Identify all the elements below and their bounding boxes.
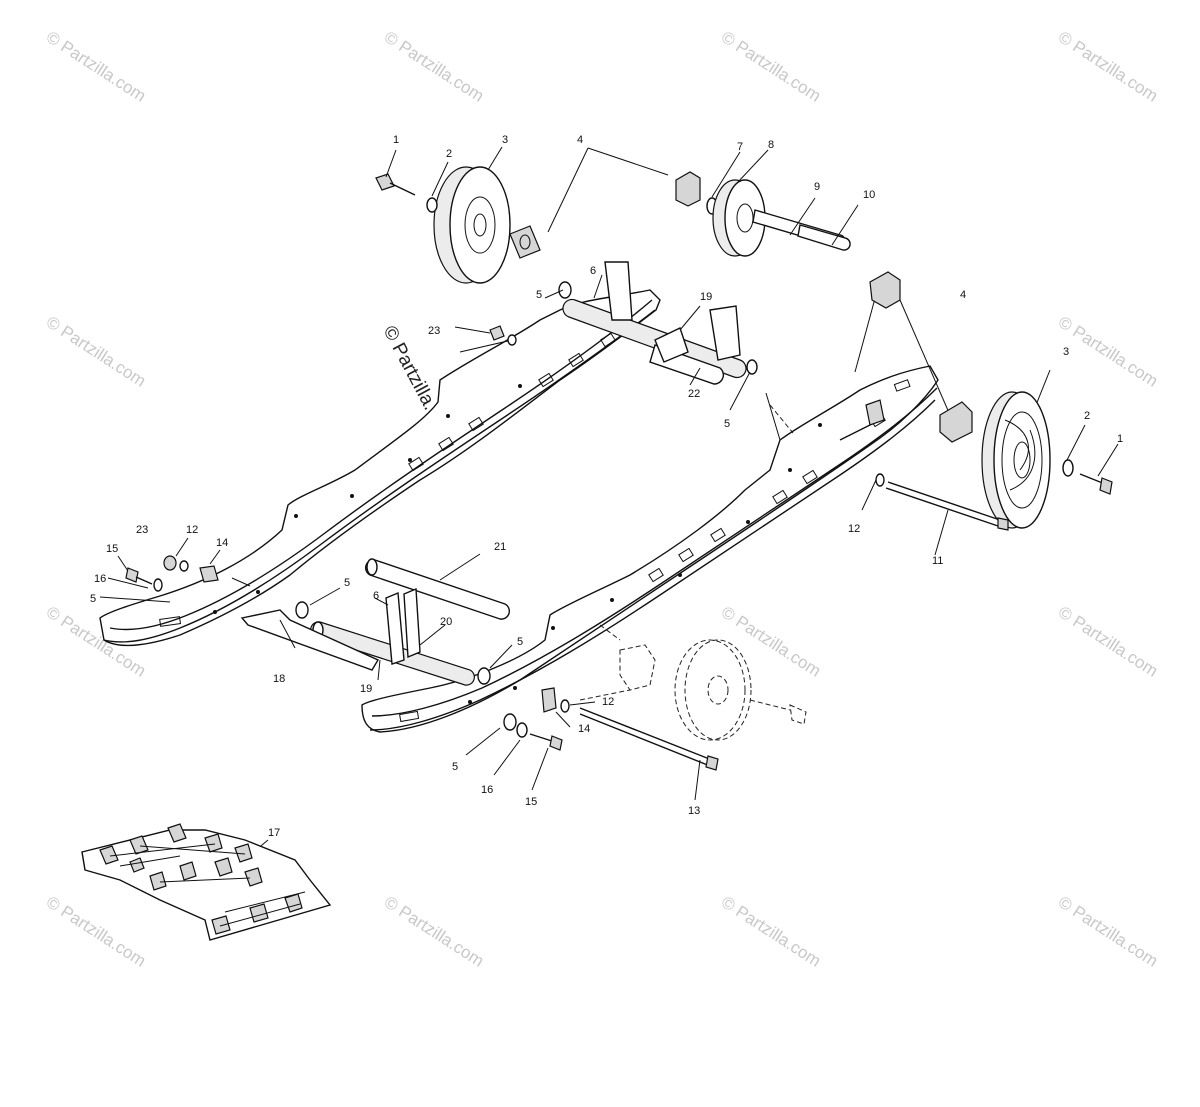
callout-label: 1	[393, 134, 399, 146]
leader-lines	[99, 146, 1119, 856]
callout-label: 12	[848, 523, 860, 535]
callout-label: 12	[186, 524, 198, 536]
right-rail	[361, 365, 939, 733]
rear-idler-wheel-left	[375, 166, 541, 284]
rear-idler-wheel-right	[675, 171, 851, 257]
callout-label: 2	[1084, 410, 1090, 422]
callout-label: 6	[590, 265, 596, 277]
callout-label: 3	[1063, 346, 1069, 358]
left-front-hardware	[125, 325, 517, 592]
callout-labels: 1 2 3 4 7 8 9 10 5 6 23 19 22 5 4 3 2 1 …	[90, 134, 1123, 839]
callout-label: 15	[525, 796, 537, 808]
callout-label: 23	[136, 524, 148, 536]
callout-label: 18	[273, 673, 285, 685]
callout-label: 11	[932, 555, 943, 567]
callout-label: 23	[428, 325, 440, 337]
callout-label: 2	[446, 148, 452, 160]
callout-label: 3	[502, 134, 508, 146]
watermark-text: © Partzilla.com	[1055, 27, 1161, 105]
callout-label: 5	[724, 418, 730, 430]
watermark-text: © Partzilla.com	[718, 27, 824, 105]
callout-label: 9	[814, 181, 820, 193]
track-section	[81, 823, 332, 941]
callout-label: 20	[440, 616, 452, 628]
watermark-text: © Partzilla.com	[43, 27, 149, 105]
callout-label: 7	[737, 141, 743, 153]
callout-label: 16	[481, 784, 493, 796]
callout-label: 5	[90, 593, 96, 605]
callout-label: 16	[94, 573, 106, 585]
watermark-text: © Partzilla.com	[718, 602, 824, 680]
callout-label: 19	[700, 291, 712, 303]
callout-label: 12	[602, 696, 614, 708]
callout-label: 10	[863, 189, 875, 201]
watermark-text: © Partzilla.com	[1055, 312, 1161, 390]
optional-wheel-dashed	[503, 639, 807, 771]
watermark-text: © Partzilla.com	[718, 892, 824, 970]
watermark-text: © Partzilla.com	[43, 312, 149, 390]
callout-label: 22	[688, 388, 700, 400]
callout-label: 5	[344, 577, 350, 589]
callout-label: 19	[360, 683, 372, 695]
callout-label: 4	[960, 289, 966, 301]
callout-label: 14	[216, 537, 228, 549]
callout-label: 5	[452, 761, 458, 773]
callout-label: 8	[768, 139, 774, 151]
callout-label: 5	[517, 636, 523, 648]
watermark-text: © Partzilla.com	[43, 892, 149, 970]
callout-label: 17	[268, 827, 280, 839]
callout-label: 6	[373, 590, 379, 602]
front-idler-wheel	[839, 271, 1113, 531]
callout-label: 14	[578, 723, 590, 735]
left-rail	[99, 289, 661, 647]
cross-shafts	[240, 261, 758, 686]
callout-label: 15	[106, 543, 118, 555]
watermark-text: © Partzilla.com	[1055, 602, 1161, 680]
watermark-text: © Partzilla.com	[381, 892, 487, 970]
watermark-text: © Partzilla.com	[381, 27, 487, 105]
watermark-text: © Partzilla.com	[1055, 892, 1161, 970]
callout-label: 1	[1117, 433, 1123, 445]
callout-label: 5	[536, 289, 542, 301]
callout-label: 4	[577, 134, 583, 146]
callout-label: 21	[494, 541, 506, 553]
callout-label: 13	[688, 805, 700, 817]
